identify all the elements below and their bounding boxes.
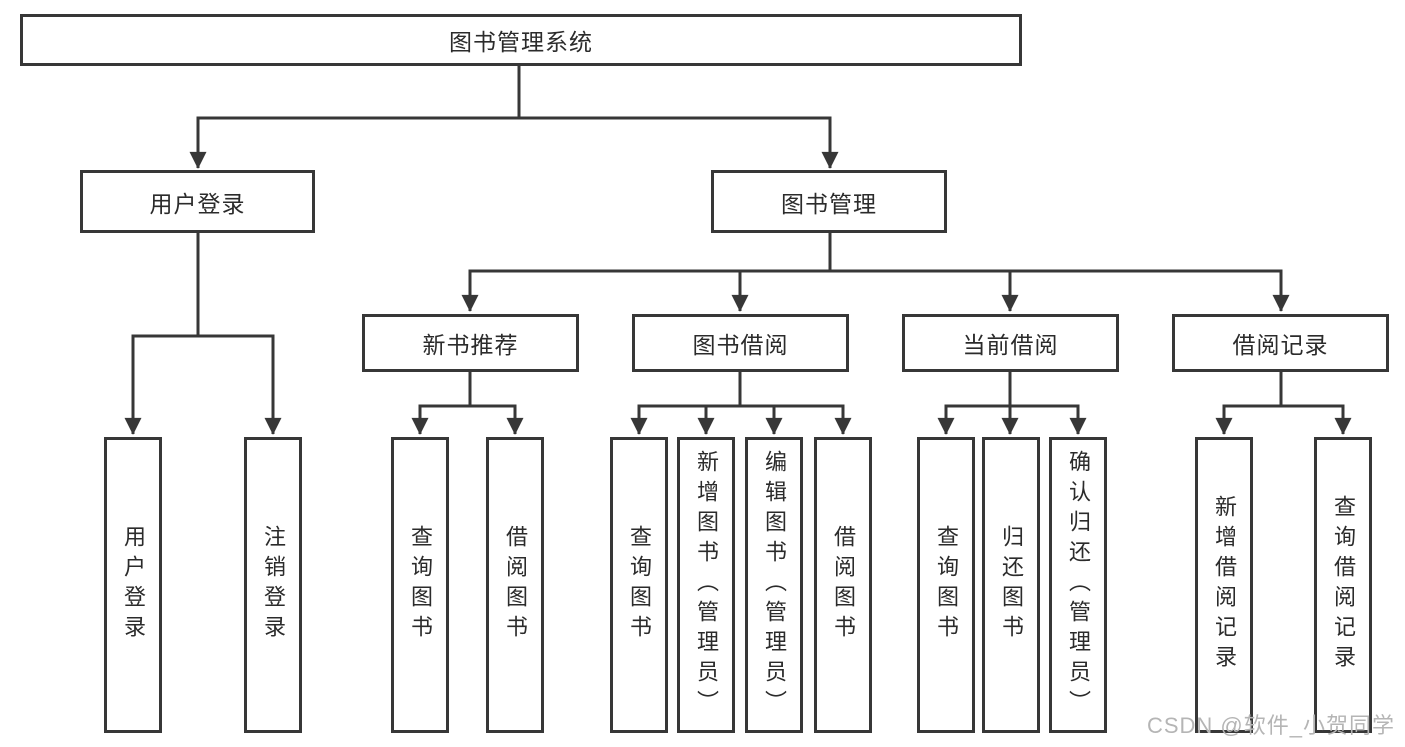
node-book-management: 图书管理 xyxy=(711,170,947,233)
node-current-borrowing: 当前借阅 xyxy=(902,314,1119,372)
node-label: 图书管理系统 xyxy=(449,29,593,55)
leaf-label: 用户登录 xyxy=(121,525,146,645)
leaf-label: 新增借阅记录 xyxy=(1212,495,1237,675)
leaf-confirm-return-admin: 确认归还（管理员） xyxy=(1049,437,1107,733)
node-label: 借阅记录 xyxy=(1232,332,1329,358)
leaf-query-borrow-record: 查询借阅记录 xyxy=(1314,437,1372,733)
node-label: 当前借阅 xyxy=(962,332,1059,358)
leaf-label: 借阅图书 xyxy=(503,525,528,645)
node-new-book-recommend: 新书推荐 xyxy=(362,314,579,372)
leaf-query-books-2: 查询图书 xyxy=(610,437,668,733)
leaf-query-books-3: 查询图书 xyxy=(917,437,975,733)
leaf-label: 确认归还（管理员） xyxy=(1066,450,1091,720)
leaf-add-books-admin: 新增图书（管理员） xyxy=(677,437,735,733)
node-borrow-records: 借阅记录 xyxy=(1172,314,1389,372)
leaf-return-books: 归还图书 xyxy=(982,437,1040,733)
node-book-borrowing: 图书借阅 xyxy=(632,314,849,372)
node-label: 图书管理 xyxy=(781,190,877,217)
node-label: 图书借阅 xyxy=(692,332,789,358)
leaf-label: 查询图书 xyxy=(408,525,433,645)
leaf-label: 注销登录 xyxy=(261,525,286,645)
node-label: 用户登录 xyxy=(149,190,246,217)
leaf-label: 新增图书（管理员） xyxy=(694,450,719,720)
leaf-user-login: 用户登录 xyxy=(104,437,162,733)
leaf-edit-books-admin: 编辑图书（管理员） xyxy=(745,437,803,733)
leaf-query-books-1: 查询图书 xyxy=(391,437,449,733)
leaf-logout: 注销登录 xyxy=(244,437,302,733)
leaf-label: 归还图书 xyxy=(999,525,1024,645)
leaf-label: 借阅图书 xyxy=(831,525,856,645)
leaf-label: 查询图书 xyxy=(934,525,959,645)
leaf-borrow-books-1: 借阅图书 xyxy=(486,437,544,733)
node-root-system: 图书管理系统 xyxy=(20,14,1022,66)
node-label: 新书推荐 xyxy=(422,332,519,358)
csdn-watermark: CSDN @软件_小贺同学 xyxy=(1146,713,1395,738)
leaf-label: 查询借阅记录 xyxy=(1331,495,1356,675)
leaf-label: 查询图书 xyxy=(627,525,652,645)
leaf-borrow-books-2: 借阅图书 xyxy=(814,437,872,733)
node-user-login: 用户登录 xyxy=(80,170,315,233)
leaf-add-borrow-record: 新增借阅记录 xyxy=(1195,437,1253,733)
leaf-label: 编辑图书（管理员） xyxy=(762,450,787,720)
